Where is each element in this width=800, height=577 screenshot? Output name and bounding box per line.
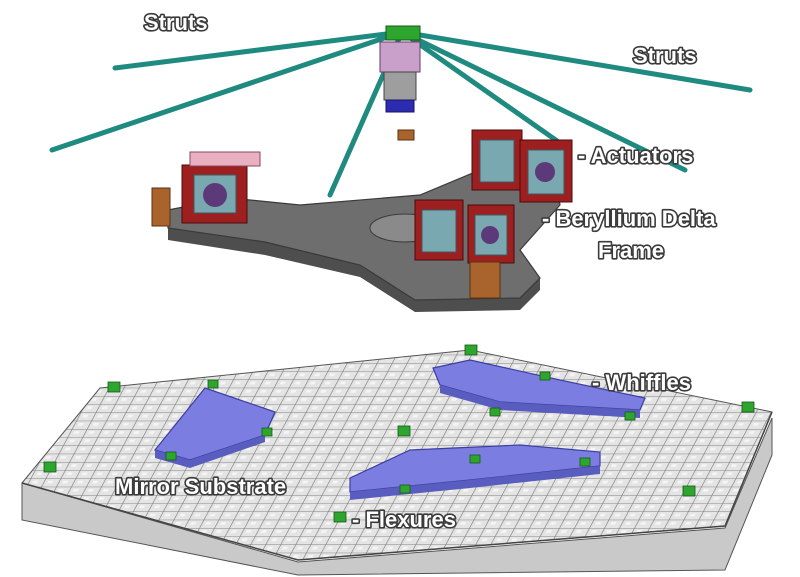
flexures <box>43 344 755 523</box>
strut <box>399 29 688 173</box>
label-delta-frame-line1: - Beryllium Delta <box>542 206 716 231</box>
bronze-mounts <box>151 129 501 299</box>
whiffle-left-side <box>155 435 265 468</box>
label-actuators: - Actuators <box>578 143 693 168</box>
flexure-mount <box>624 411 636 421</box>
flexure-mount <box>399 484 411 494</box>
substrate-bottom-edge <box>21 411 773 561</box>
strut <box>49 29 405 153</box>
label-delta-frame-line2: Frame <box>598 238 664 263</box>
labels: Struts Struts - Actuators - Beryllium De… <box>113 8 718 533</box>
flexure-mount <box>43 461 57 473</box>
label-flexures: - Flexures <box>352 507 456 532</box>
flexure-mount <box>469 454 481 464</box>
whiffle-top-right-side <box>440 385 640 418</box>
actuator-left <box>181 151 261 224</box>
flexure-mount <box>464 344 478 356</box>
label-struts-left: Struts <box>144 10 208 35</box>
flexure-mount <box>489 407 501 417</box>
actuator-right-lower <box>414 199 515 264</box>
label-struts-right: Struts <box>633 43 697 68</box>
bronze-mount <box>151 187 171 227</box>
flexure-mount <box>261 427 273 437</box>
bronze-mount <box>469 261 501 299</box>
label-mirror-substrate: Mirror Substrate <box>115 474 286 499</box>
strut <box>399 29 573 153</box>
strut-hub <box>379 25 421 113</box>
whiffles <box>153 359 646 500</box>
flexure-mount <box>741 401 755 413</box>
flexure-mount <box>333 511 347 523</box>
whiffle-center-side <box>350 466 600 500</box>
substrate-side-face <box>21 417 773 576</box>
strut <box>112 29 405 71</box>
flexure-mount <box>107 381 121 393</box>
flexure-mount <box>207 379 219 389</box>
flexure-mount <box>682 485 696 497</box>
actuator-right-upper <box>471 129 573 203</box>
actuators <box>181 129 573 264</box>
label-whiffles: - Whiffles <box>592 370 691 395</box>
bronze-mount <box>397 129 415 141</box>
struts <box>49 29 753 198</box>
strut <box>399 29 753 93</box>
flexure-mount <box>165 451 177 461</box>
delta-frame-side <box>168 228 540 312</box>
flexure-mount <box>539 371 551 381</box>
flexure-mount <box>579 457 591 467</box>
flexure-mount <box>397 425 411 437</box>
